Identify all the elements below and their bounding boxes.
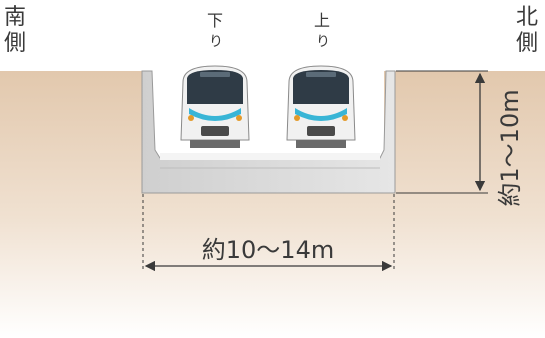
down-track-label-1: 下	[207, 11, 223, 30]
north-label-line-1: 北	[516, 5, 538, 30]
track-bed	[160, 153, 380, 160]
south-label-line-1: 南	[4, 5, 26, 30]
depth-dimension-label: 約1〜10m	[496, 89, 524, 206]
up-track-label-2: り	[316, 34, 330, 50]
down-track-label-2: り	[209, 34, 223, 50]
south-label-line-2: 側	[4, 31, 26, 56]
up-track-label-1: 上	[314, 11, 330, 30]
train-down	[180, 65, 250, 148]
north-label-line-2: 側	[516, 31, 538, 56]
u-shaped-structure	[141, 70, 396, 194]
width-dimension-label: 約10〜14m	[202, 236, 334, 264]
train-up	[286, 65, 356, 148]
